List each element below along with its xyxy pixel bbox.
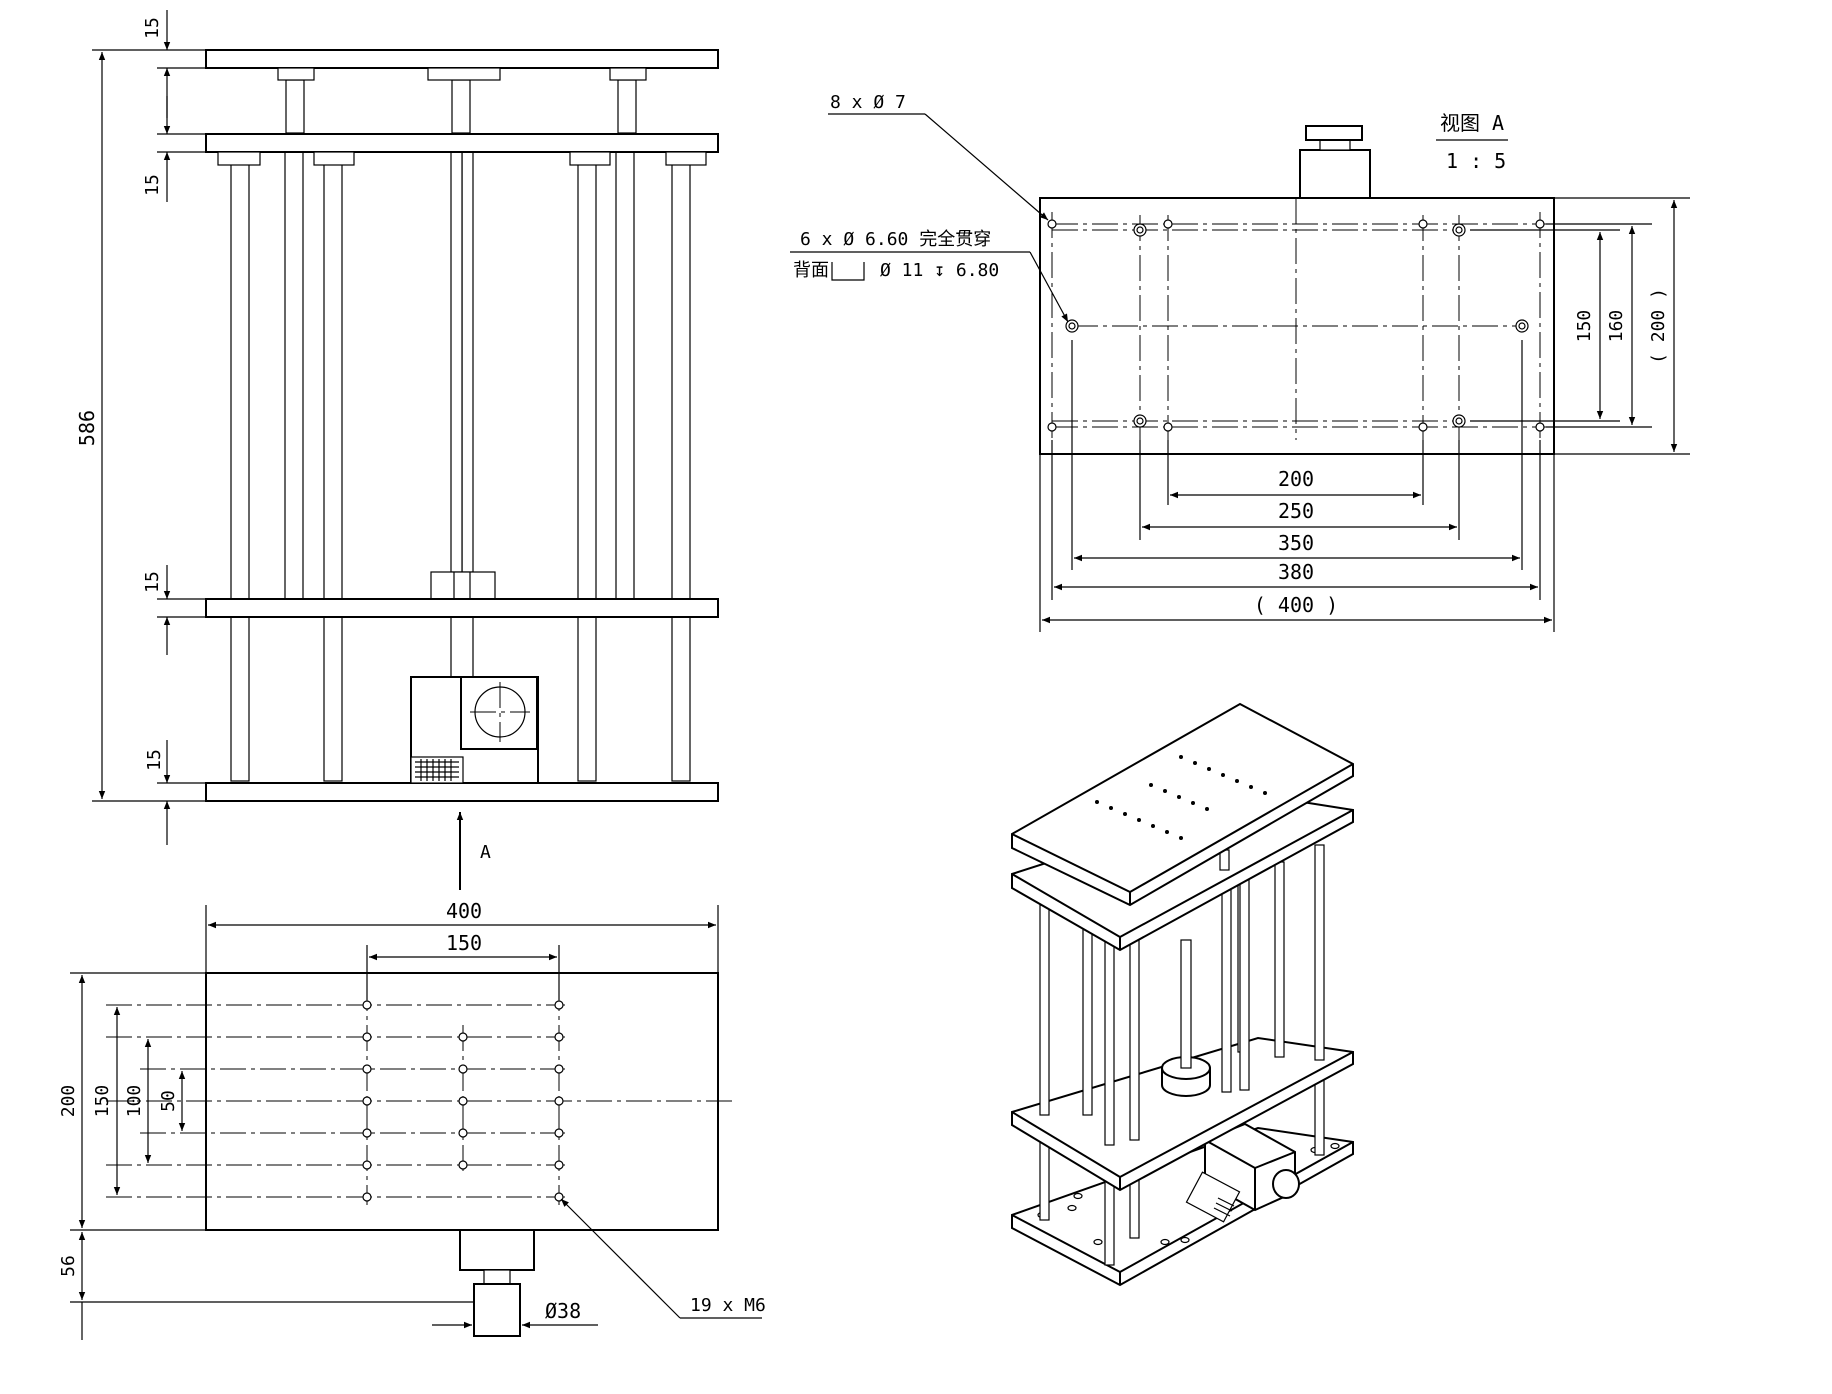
front-rods: [230, 79, 691, 782]
top-view-holes: [362, 1000, 564, 1202]
front-plates: [205, 49, 719, 802]
dim-top-boss: 56: [58, 1255, 79, 1277]
dim-view-a-250: 250: [1278, 499, 1314, 523]
front-nuts: [217, 67, 707, 166]
dim-top-boss-dia: Ø38: [545, 1299, 581, 1323]
dim-front-plate-2: 15: [142, 174, 163, 196]
dim-top-height: 200: [58, 1085, 79, 1118]
dim-view-a-200: 200: [1278, 467, 1314, 491]
dim-top-row-100: 100: [124, 1085, 145, 1118]
callout-8-holes: 8 x Ø 7: [830, 92, 906, 113]
front-view: 586 15 15 15 15 A: [75, 10, 719, 890]
dim-view-a-150: 150: [1574, 310, 1595, 343]
dim-view-a-380: 380: [1278, 560, 1314, 584]
isometric-view: [1011, 702, 1354, 1287]
callout-6-holes-line1: 6 x Ø 6.60 完全贯穿: [800, 229, 991, 250]
view-arrow-a: A: [456, 812, 491, 890]
top-view: 400 150 200 150 100 50 56 Ø38 19 x M6: [58, 899, 766, 1340]
view-a-scale: 1 : 5: [1446, 149, 1506, 173]
dim-front-plate-1: 15: [142, 17, 163, 39]
view-a: 视图 A 1 : 5: [790, 92, 1690, 632]
dim-top-hole-span: 150: [446, 931, 482, 955]
dim-view-a-400: ( 400 ): [1254, 593, 1338, 617]
view-a-title: 视图 A: [1440, 111, 1504, 135]
dim-top-row-150: 150: [92, 1085, 113, 1118]
front-dimensions: 586 15 15 15 15: [75, 10, 206, 845]
dim-front-total: 586: [75, 410, 99, 446]
dim-top-row-50: 50: [158, 1090, 179, 1112]
callout-19-m6: 19 x M6: [690, 1295, 766, 1316]
dim-view-a-160: 160: [1606, 310, 1627, 343]
iso-top-holes: [1095, 755, 1267, 840]
callout-6-holes-line2-prefix: 背面: [793, 260, 829, 281]
front-motor-unit: [410, 676, 539, 784]
dim-view-a-350: 350: [1278, 531, 1314, 555]
dim-front-plate-3: 15: [142, 571, 163, 593]
view-a-holes: [1047, 219, 1545, 432]
dim-top-width: 400: [446, 899, 482, 923]
callout-6-holes-line2-rest: Ø 11 ↧ 6.80: [880, 260, 999, 281]
view-arrow-label: A: [480, 842, 491, 863]
dim-view-a-200-ref: ( 200 ): [1648, 288, 1669, 364]
dim-front-plate-4: 15: [144, 749, 165, 771]
